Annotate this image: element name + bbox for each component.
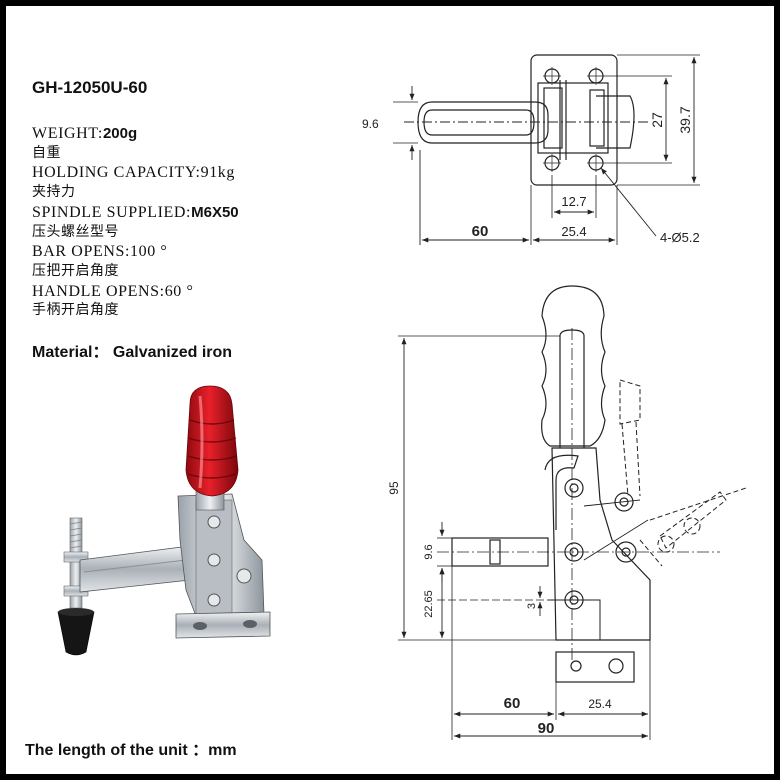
side-dim-95: 95 bbox=[387, 481, 401, 495]
top-body bbox=[537, 82, 609, 154]
material-note: Material： Galvanized iron bbox=[32, 344, 233, 361]
bar-cn: 压把开启角度 bbox=[32, 262, 119, 279]
bar-row: BAR OPENS:100 ° bbox=[32, 242, 239, 262]
clamp-product-photo bbox=[57, 385, 271, 656]
top-dim-60: 60 bbox=[472, 223, 489, 240]
clamp-base bbox=[175, 611, 271, 639]
unit-note: The length of the unit ：mm bbox=[25, 742, 237, 759]
spindle-value: M6X50 bbox=[191, 203, 239, 221]
rubber-tip bbox=[57, 611, 95, 656]
top-dim-holes: 4-Ø5.2 bbox=[660, 230, 700, 245]
handle-row: HANDLE OPENS:60 ° bbox=[32, 282, 239, 302]
top-view-drawing bbox=[393, 54, 700, 245]
top-dim-27: 27 bbox=[649, 112, 665, 128]
side-base-plate bbox=[555, 651, 635, 683]
top-dim-9-6: 9.6 bbox=[362, 117, 379, 131]
side-dim-9-6: 9.6 bbox=[423, 544, 435, 559]
spindle-label: SPINDLE SUPPLIED: bbox=[32, 203, 192, 221]
top-view-labels: 9.6 27 39.7 12.7 60 25.4 4-Ø5.2 bbox=[362, 106, 700, 245]
holding-row: HOLDING CAPACITY:91kg bbox=[32, 163, 239, 183]
top-hole-leader bbox=[600, 167, 657, 237]
holding-label: HOLDING CAPACITY: bbox=[32, 164, 201, 182]
red-handle-grip bbox=[185, 385, 239, 497]
bar-value: 100 ° bbox=[130, 243, 168, 261]
holding-cn: 夹持力 bbox=[32, 184, 76, 201]
side-body bbox=[551, 447, 651, 641]
side-view-labels: 95 9.6 22.65 3 60 25.4 90 bbox=[387, 481, 612, 737]
weight-cn: 自重 bbox=[32, 144, 61, 161]
top-mount-holes bbox=[543, 67, 605, 172]
spindle-row: SPINDLE SUPPLIED:M6X50 bbox=[32, 203, 239, 223]
handle-cn: 手柄开启角度 bbox=[32, 302, 119, 319]
top-arm-slot bbox=[423, 109, 535, 136]
top-handle bbox=[596, 95, 635, 149]
top-dim-12-7: 12.7 bbox=[561, 194, 586, 209]
side-pivots bbox=[564, 478, 637, 610]
handle-label: HANDLE OPENS: bbox=[32, 282, 165, 300]
side-dim-90: 90 bbox=[538, 720, 555, 737]
model-number: GH-12050U-60 bbox=[32, 78, 148, 97]
side-dim-22-65: 22.65 bbox=[423, 590, 435, 618]
bar-label: BAR OPENS: bbox=[32, 243, 131, 261]
weight-row: WEIGHT:200g bbox=[32, 124, 239, 144]
weight-label: WEIGHT: bbox=[32, 125, 103, 142]
top-link-left bbox=[543, 87, 563, 149]
clamp-bar bbox=[79, 545, 191, 593]
top-arm bbox=[417, 101, 549, 144]
side-latch bbox=[544, 454, 579, 530]
spec-list: WEIGHT:200g 自重 HOLDING CAPACITY:91kg 夹持力… bbox=[32, 124, 239, 321]
weight-value: 200g bbox=[102, 125, 138, 142]
side-dim-60: 60 bbox=[504, 695, 521, 712]
top-dim-25-4: 25.4 bbox=[561, 224, 586, 239]
side-open-position bbox=[619, 379, 747, 567]
handle-value: 60 ° bbox=[164, 282, 194, 300]
spindle-cn: 压头螺丝型号 bbox=[32, 223, 119, 240]
holding-value: 91kg bbox=[200, 164, 235, 182]
side-handle-grip bbox=[541, 285, 606, 447]
top-dim-39-7: 39.7 bbox=[677, 106, 693, 133]
side-dim-3: 3 bbox=[526, 603, 538, 609]
top-link-right bbox=[589, 89, 605, 147]
side-view-drawing bbox=[398, 285, 747, 740]
side-dim-25-4: 25.4 bbox=[588, 697, 612, 711]
top-base-plate bbox=[530, 54, 618, 186]
spindle-nut-top bbox=[63, 551, 89, 563]
